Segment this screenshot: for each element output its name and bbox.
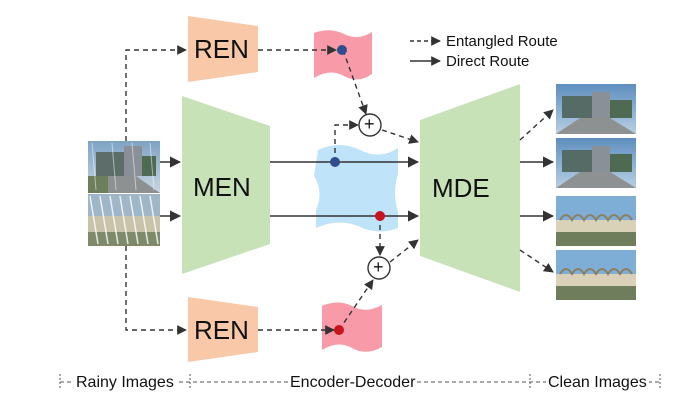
- plus-operator-top: +: [364, 114, 375, 134]
- mde-block: [420, 84, 520, 292]
- plus-operator-top-circle: [358, 113, 382, 137]
- background-node-bottom: [375, 211, 385, 221]
- men-label: MEN: [193, 172, 251, 202]
- ren-bottom-label: REN: [194, 315, 249, 345]
- entangled-route-bg-top-to-plus: [334, 120, 359, 162]
- rain-node-bottom: [334, 325, 344, 335]
- entangled-route-city-to-ren-top: [125, 45, 187, 141]
- footer-clean-images: Clean Images: [546, 374, 649, 391]
- rainy-image-bridge: [88, 194, 160, 246]
- legend-direct-label: Direct Route: [446, 53, 530, 70]
- output-image-2: [556, 138, 636, 188]
- rain-node-top: [337, 45, 347, 55]
- plus-operator-bottom-circle: [367, 256, 391, 280]
- mde-label: MDE: [432, 173, 490, 203]
- entangled-route-bridge-to-ren-bottom: [125, 246, 187, 335]
- entangled-route-mde-to-out4: [519, 249, 554, 273]
- output-image-1: [556, 84, 636, 134]
- background-feature-blob: [314, 145, 398, 232]
- rain-feature-bottom: [322, 302, 382, 352]
- men-block: [182, 96, 270, 274]
- background-node-top: [330, 157, 340, 167]
- rainy-image-city: [88, 141, 160, 193]
- output-image-3: [556, 196, 636, 246]
- plus-operator-bottom: +: [373, 257, 384, 277]
- legend-entangled-label: Entangled Route: [446, 33, 558, 50]
- ren-top-block: [188, 16, 258, 82]
- output-image-4: [556, 250, 636, 300]
- footer-encoder-decoder: Encoder-Decoder: [288, 374, 418, 391]
- ren-bottom-block: [188, 297, 258, 362]
- footer-rainy-images: Rainy Images: [74, 374, 176, 391]
- entangled-route-rain-bottom-to-plus: [338, 279, 374, 331]
- entangled-route-plus-top-to-mde: [381, 129, 419, 144]
- entangled-route-plus-bottom-to-mde: [389, 239, 419, 263]
- entangled-route-rain-top-to-plus: [342, 49, 368, 115]
- entangled-route-mde-to-out1: [519, 109, 554, 141]
- ren-top-label: REN: [194, 34, 249, 64]
